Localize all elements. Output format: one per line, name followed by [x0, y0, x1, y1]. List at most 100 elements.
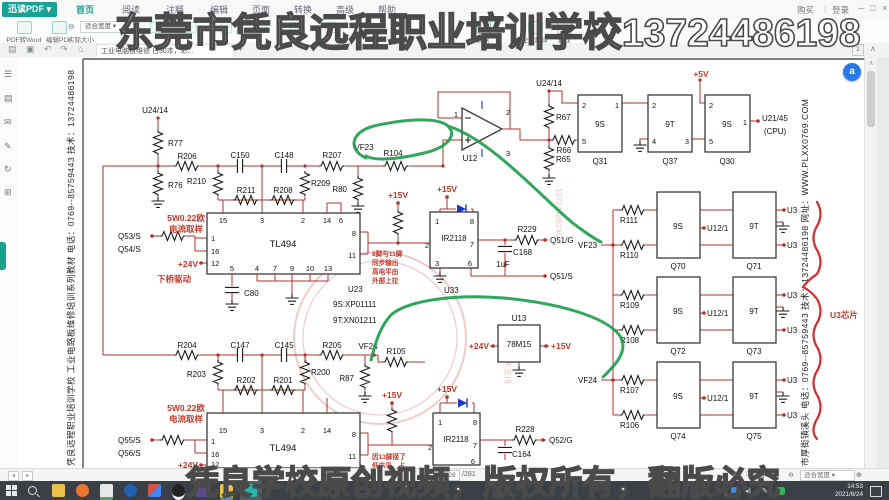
export-icon[interactable]: ⊞ — [4, 187, 12, 197]
find-button[interactable]: 查找 — [552, 20, 576, 44]
minimize-button[interactable]: ─ — [858, 3, 865, 13]
tab-help[interactable]: 帮助 — [378, 5, 397, 15]
ribbon-icon-6[interactable] — [325, 22, 337, 33]
svg-text:Q54/S: Q54/S — [118, 245, 141, 254]
svg-text:U23: U23 — [348, 285, 363, 294]
taskbar-search-icon[interactable] — [28, 486, 40, 498]
outline-icon[interactable]: ☰ — [4, 69, 13, 79]
browser-blue-icon[interactable] — [124, 484, 137, 497]
ribbon-icon-7[interactable] — [360, 22, 372, 33]
browser-orange-icon[interactable] — [76, 484, 89, 497]
folder-app-icon[interactable] — [220, 484, 233, 500]
svg-text:6: 6 — [471, 457, 475, 466]
view-continuous-icon[interactable]: ▥ — [770, 472, 777, 479]
zoom-mode-select[interactable]: 适合宽度 ▾ — [800, 470, 855, 481]
new-tab-button[interactable]: + — [238, 44, 244, 54]
svg-text:电流取样: 电流取样 — [169, 224, 204, 234]
purple-app-icon[interactable] — [196, 484, 209, 497]
ribbon-icon-1[interactable] — [150, 22, 162, 33]
regulator-and-ir2118-lower: U13 78M15 +24V +15V +15V IR2118 1 8 2 7 … — [428, 314, 573, 466]
zoom-out-icon[interactable]: ⊖ — [68, 22, 75, 31]
active-player-app-icon[interactable] — [244, 484, 257, 497]
tray-volume-icon[interactable]: ◂) — [745, 488, 751, 495]
file-explorer-icon[interactable] — [52, 484, 65, 497]
next-page-button[interactable]: ▸ — [22, 471, 33, 481]
svg-text:1: 1 — [454, 110, 458, 119]
scroll-up-icon[interactable]: ∧ — [868, 60, 874, 67]
ribbon: PDF转Word 编辑PDF ⊖ 适合宽度 ▾ 实际大小 朗读 全文翻译 查找 — [0, 19, 889, 44]
zoom-out-button[interactable]: ⊖ — [788, 472, 794, 479]
qq-app-icon[interactable] — [172, 484, 185, 500]
ribbon-icon-8[interactable] — [395, 22, 407, 33]
prev-page-button[interactable]: ◂ — [8, 471, 19, 481]
read-aloud-button[interactable]: 朗读 — [470, 20, 496, 44]
history-icon[interactable]: ↻ — [4, 164, 12, 174]
main-area: ☰ ▤ ✉ ✎ ↻ ⊞ 13724486198 技术支持 — [0, 57, 889, 468]
floating-assistant-button[interactable]: a — [843, 63, 861, 81]
annotate-icon[interactable]: ✎ — [4, 141, 12, 151]
action-center-icon[interactable] — [870, 486, 882, 497]
ribbon-icon-3[interactable] — [220, 22, 232, 33]
close-button[interactable]: × — [882, 3, 888, 13]
tray-wechat-icon[interactable] — [777, 487, 785, 495]
svg-text:+24V: +24V — [178, 460, 198, 468]
page-number-input[interactable]: 28 — [444, 470, 460, 481]
mail-app-icon[interactable] — [100, 484, 113, 500]
vertical-scrollbar[interactable]: ∧ — [864, 57, 877, 468]
print-icon[interactable]: ▤ — [8, 44, 17, 54]
svg-text:R210: R210 — [187, 177, 207, 186]
tab-read[interactable]: 阅读 — [122, 5, 141, 15]
actual-size-button[interactable]: 实际大小 — [68, 37, 94, 44]
tab-advanced[interactable]: 高级 — [336, 5, 355, 15]
tray-pen-icon[interactable]: ✎ — [762, 488, 768, 495]
tab-convert[interactable]: 转换 — [294, 5, 313, 15]
svg-text:C164: C164 — [512, 450, 532, 459]
translate-icon — [527, 21, 543, 34]
svg-text:R107: R107 — [620, 386, 640, 395]
pdf-to-word-button[interactable]: PDF转Word — [6, 20, 42, 44]
ribbon-icon-4[interactable] — [255, 22, 267, 33]
save-icon[interactable]: ▣ — [26, 44, 35, 54]
restore-button[interactable]: □ — [870, 3, 876, 13]
view-fit-icon[interactable]: ▤ — [758, 472, 765, 479]
zoom-level-select[interactable]: 适合宽度 ▾ — [80, 21, 138, 33]
tray-expand-icon[interactable]: ∧ — [716, 488, 722, 495]
zoom-in-button[interactable]: ⊕ — [856, 472, 862, 479]
tab-comment[interactable]: 注释 — [166, 5, 185, 15]
tab-edit[interactable]: 编辑 — [210, 5, 229, 15]
tray-shield-icon[interactable] — [731, 487, 739, 495]
svg-text:(CPU): (CPU) — [764, 127, 787, 136]
svg-text:Q75: Q75 — [746, 432, 762, 441]
document-tab[interactable]: 工业电脑板维修 日30本，彩... — [96, 44, 234, 58]
taskbar-clock[interactable]: 14:53 2021/6/24 — [835, 483, 863, 498]
ribbon-icon-5[interactable] — [290, 22, 302, 33]
svg-text:R202: R202 — [236, 376, 256, 385]
panel-expand-handle[interactable] — [0, 242, 6, 270]
start-button[interactable] — [6, 485, 17, 496]
comments-icon[interactable]: ✉ — [4, 117, 12, 127]
svg-text:9S: 9S — [722, 120, 732, 129]
svg-text:U3: U3 — [787, 241, 798, 250]
scrollbar-thumb[interactable] — [867, 71, 875, 127]
svg-text:C148: C148 — [274, 151, 294, 160]
buy-button[interactable]: 购买 — [797, 5, 815, 15]
redo-icon[interactable]: ↷ — [60, 44, 68, 54]
svg-text:R108: R108 — [620, 336, 640, 345]
photos-app-icon[interactable] — [148, 484, 161, 497]
home-icon[interactable]: ⌂ — [78, 44, 84, 54]
pdf-page: 13724486198 技术支持 凭良远程职业培训学校 工业电路板维修培训系列教… — [18, 57, 877, 468]
tab-page[interactable]: 页面 — [252, 5, 271, 15]
svg-text:9S: 9S — [595, 120, 605, 129]
view-single-icon[interactable]: □ — [746, 471, 751, 478]
edit-pdf-button[interactable]: 编辑PDF — [44, 20, 74, 44]
svg-text:下桥驱动: 下桥驱动 — [157, 274, 192, 284]
login-button[interactable]: 登录 — [832, 5, 850, 15]
thumbnails-icon[interactable]: ▤ — [4, 93, 13, 103]
translate-button[interactable]: 全文翻译 — [518, 20, 552, 44]
undo-icon[interactable]: ↶ — [44, 44, 52, 54]
app-logo[interactable]: 迅读PDF ▾ — [2, 2, 58, 17]
svg-text:Q30: Q30 — [719, 157, 735, 166]
ribbon-icon-2[interactable] — [185, 22, 197, 33]
tab-home[interactable]: 首页 — [76, 5, 95, 15]
ribbon-collapse-icon[interactable]: ∧ — [870, 44, 876, 53]
